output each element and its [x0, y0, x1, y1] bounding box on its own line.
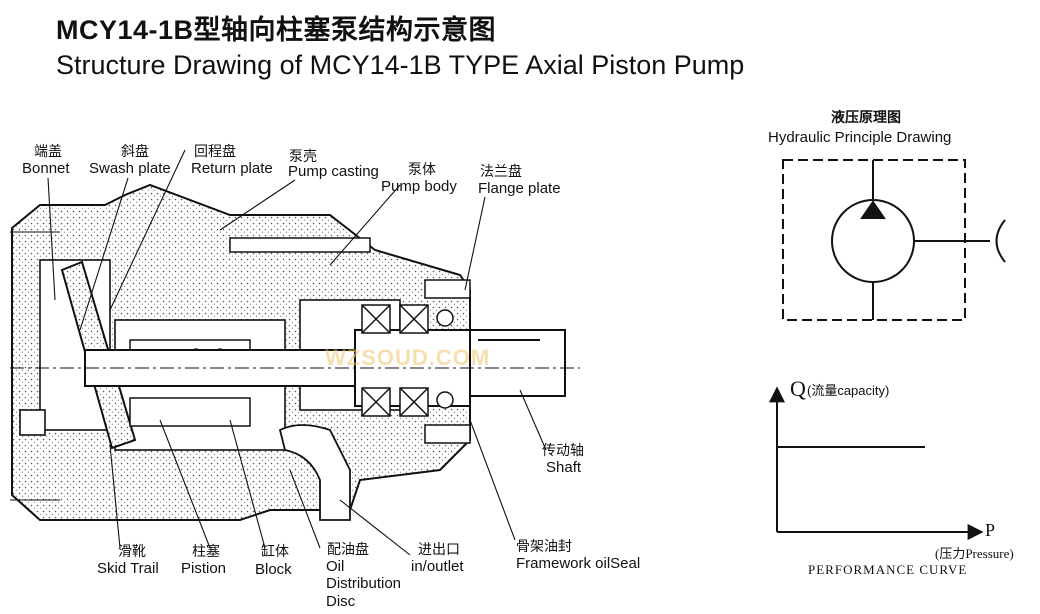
- swash-plate-label-en: Swash plate: [89, 160, 171, 177]
- q-axis-desc: (流量capacity): [807, 383, 890, 398]
- skid-trail-label-en: Skid Trail: [97, 560, 159, 577]
- piston-lower: [129, 397, 251, 427]
- pump-body-label-en: Pump body: [381, 178, 457, 195]
- hydraulic-label-en: Hydraulic Principle Drawing: [768, 129, 952, 146]
- pump-casting-label-en: Pump casting: [288, 163, 379, 180]
- bonnet-label-zh: 端盖: [34, 143, 62, 159]
- skid-trail-label-zh: 滑靴: [118, 543, 146, 559]
- piston-label-zh: 柱塞: [192, 543, 220, 559]
- framework-seal-label-en: Framework oilSeal: [516, 555, 641, 572]
- oil-distribution-label-en1: Oil: [326, 558, 345, 575]
- bonnet-label-en: Bonnet: [22, 160, 70, 177]
- return-plate-label-en: Return plate: [191, 160, 273, 177]
- watermark: WZSOUD.COM: [325, 345, 491, 370]
- framework-seal-label-zh: 骨架油封: [516, 538, 572, 554]
- pump-casting-label-zh: 泵壳: [289, 148, 317, 164]
- oil-distribution-label-en3: Disc: [326, 593, 356, 610]
- return-plate-label-zh: 回程盘: [194, 143, 236, 159]
- hydraulic-label-zh: 液压原理图: [831, 111, 901, 126]
- flange-plate-label-zh: 法兰盘: [480, 163, 522, 179]
- bolt: [229, 237, 371, 253]
- piston-label-en: Pistion: [181, 560, 227, 577]
- shaft-label-en: Shaft: [546, 459, 582, 476]
- bearings: [361, 304, 454, 417]
- p-axis-desc: (压力Pressure): [935, 546, 1014, 561]
- flange-plate-label-en: Flange plate: [478, 180, 561, 197]
- pump-body-label-zh: 泵体: [408, 161, 436, 177]
- shaft-label-zh: 传动轴: [542, 442, 584, 458]
- inlet-outlet-label-zh: 进出口: [418, 541, 460, 557]
- p-axis-label: P: [985, 520, 996, 540]
- performance-curve-caption: PERFORMANCE CURVE: [808, 562, 968, 577]
- block-label-en: Block: [255, 561, 292, 578]
- block-label-zh: 缸体: [261, 543, 289, 559]
- q-axis-label: Q: [790, 376, 806, 401]
- leader-lines: [47, 149, 547, 556]
- inlet-outlet-label-en: in/outlet: [411, 558, 464, 575]
- performance-axes: [769, 386, 984, 540]
- oil-distribution-label-en2: Distribution: [326, 575, 402, 592]
- swash-plate-label-zh: 斜盘: [121, 143, 149, 159]
- title-chinese: MCY14-1B型轴向柱塞泵结构示意图: [56, 15, 497, 45]
- oil-distribution-label-zh: 配油盘: [327, 541, 369, 557]
- title-english: Structure Drawing of MCY14-1B TYPE Axial…: [56, 50, 745, 80]
- oil-port: [278, 424, 351, 521]
- hydraulic-symbol: [782, 159, 1006, 321]
